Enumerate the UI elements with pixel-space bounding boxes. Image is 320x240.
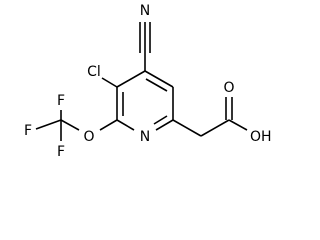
c6-ch2-bond (172, 119, 202, 137)
ring-bond-c5-c4-inner (145, 78, 168, 92)
hydroxyl-label: OH (250, 129, 272, 145)
ring-bond-n1-c6-outer (155, 119, 174, 131)
nitrile-nitrogen-label: N (140, 3, 150, 19)
ether-oxygen-label: O (83, 129, 94, 145)
carboxyl-hydroxyl-bond (228, 119, 248, 131)
chlorine-label: Cl (87, 64, 101, 80)
ch2-carboxyl-bond (200, 119, 230, 137)
structure-canvas: N Cl N O F F F O OH (23, 3, 272, 160)
molecule-drawing: N Cl N O F F F O OH (24, 3, 272, 160)
fluorine-top-label: F (57, 93, 65, 109)
oxygen-cf3-bond (60, 119, 80, 131)
ring-bond-c4-c3 (116, 70, 146, 88)
ring-bond-c2-n1 (116, 119, 135, 131)
c3-chlorine-bond (101, 77, 118, 88)
fluorine-bottom-label: F (57, 144, 65, 160)
fluorine-left-label: F (24, 123, 32, 139)
cf3-fluorine-left-bond (35, 119, 62, 130)
carbonyl-oxygen-label: O (223, 80, 234, 96)
ring-bond-c5-c4-outer (144, 70, 174, 88)
ring-nitrogen-label: N (140, 129, 150, 145)
c2-oxygen-bond (99, 119, 118, 131)
ring-bond-n1-c6-inner (153, 115, 168, 125)
